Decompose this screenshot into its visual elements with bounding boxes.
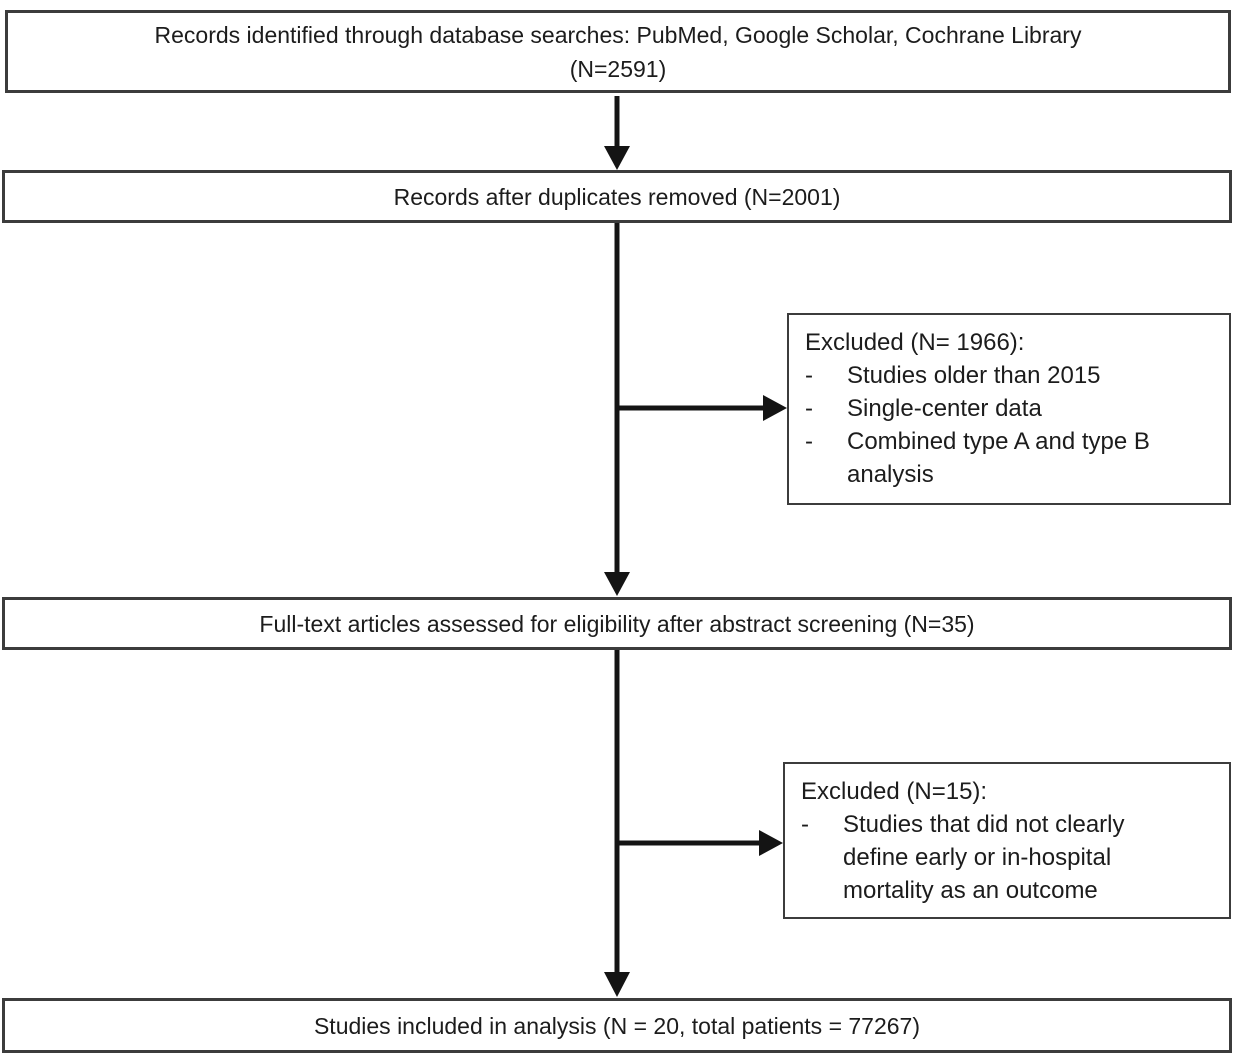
box-duplicates-removed: Records after duplicates removed (N=2001…: [2, 170, 1232, 223]
box-studies-included: Studies included in analysis (N = 20, to…: [2, 998, 1232, 1053]
fulltext-assessed-text: Full-text articles assessed for eligibil…: [259, 610, 975, 637]
excluded-screening-item-text: Single-center data: [847, 395, 1042, 422]
excluded-screening-item-text: Combined type A and type B analysis: [847, 428, 1150, 488]
excluded-fulltext-item: - Studies that did not clearly define ea…: [801, 808, 1217, 907]
arrow-branch-to-excluded-2: [615, 830, 783, 856]
excluded-screening-item: - Studies older than 2015: [805, 359, 1217, 392]
excluded-screening-title: Excluded (N= 1966):: [805, 329, 1025, 356]
box-excluded-screening: Excluded (N= 1966): - Studies older than…: [787, 313, 1231, 505]
arrow-identification-to-duplicates: [604, 96, 630, 170]
box-records-identified: Records identified through database sear…: [5, 10, 1231, 93]
excluded-screening-item: - Combined type A and type B analysis: [805, 425, 1217, 491]
bullet-dash: -: [801, 811, 809, 838]
box-excluded-fulltext: Excluded (N=15): - Studies that did not …: [783, 762, 1231, 919]
studies-included-text: Studies included in analysis (N = 20, to…: [313, 1012, 921, 1039]
excluded-fulltext-title: Excluded (N=15):: [801, 778, 988, 805]
box-fulltext-assessed: Full-text articles assessed for eligibil…: [2, 597, 1232, 650]
bullet-dash: -: [805, 362, 813, 389]
arrow-branch-to-excluded-1: [615, 395, 787, 421]
excluded-screening-item: - Single-center data: [805, 392, 1217, 425]
bullet-dash: -: [805, 395, 813, 422]
records-identified-line1: Records identified through database sear…: [154, 21, 1082, 48]
bullet-dash: -: [805, 428, 813, 455]
excluded-screening-item-text: Studies older than 2015: [847, 362, 1101, 389]
duplicates-removed-text: Records after duplicates removed (N=2001…: [393, 183, 841, 210]
records-identified-count: (N=2591): [569, 55, 667, 82]
arrow-duplicates-to-fulltext: [604, 223, 630, 596]
excluded-fulltext-item-text: Studies that did not clearly define earl…: [843, 811, 1125, 904]
arrow-fulltext-to-included: [604, 650, 630, 997]
